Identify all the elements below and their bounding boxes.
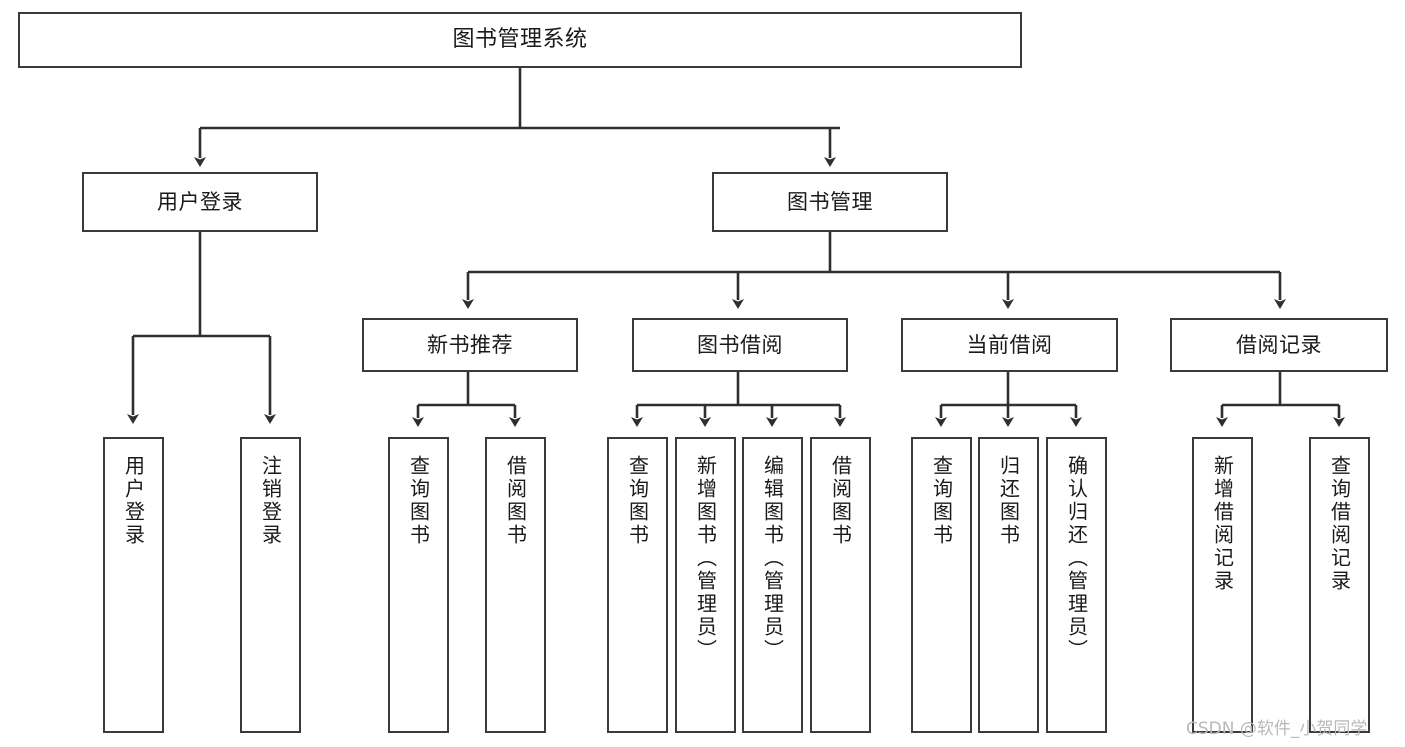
node-label: 归还图书 — [996, 455, 1021, 547]
node-label: 查询图书 — [929, 455, 954, 547]
node-borrowing-record[interactable]: 借阅记录 — [1170, 318, 1388, 372]
node-current-borrowing[interactable]: 当前借阅 — [901, 318, 1118, 372]
node-leaf-return-book[interactable]: 归还图书 — [978, 437, 1039, 733]
node-label: 编辑图书（管理员） — [760, 455, 785, 662]
node-label: 新增图书（管理员） — [693, 455, 718, 662]
node-leaf-add-borrow-record[interactable]: 新增借阅记录 — [1192, 437, 1253, 733]
node-leaf-query-book-current[interactable]: 查询图书 — [911, 437, 972, 733]
node-label: 查询借阅记录 — [1327, 455, 1352, 593]
node-new-book-recommendation[interactable]: 新书推荐 — [362, 318, 578, 372]
node-root-book-management-system[interactable]: 图书管理系统 — [18, 12, 1022, 68]
node-label: 图书借阅 — [697, 332, 783, 357]
node-label: 查询图书 — [625, 455, 650, 547]
node-label: 图书管理 — [787, 189, 873, 214]
node-leaf-query-book-recommend[interactable]: 查询图书 — [388, 437, 449, 733]
node-label: 借阅图书 — [503, 455, 528, 547]
node-leaf-user-login[interactable]: 用户登录 — [103, 437, 164, 733]
node-leaf-query-book-borrow[interactable]: 查询图书 — [607, 437, 668, 733]
node-leaf-logout[interactable]: 注销登录 — [240, 437, 301, 733]
node-user-login[interactable]: 用户登录 — [82, 172, 318, 232]
node-label: 图书管理系统 — [452, 27, 588, 53]
node-leaf-query-borrow-record[interactable]: 查询借阅记录 — [1309, 437, 1370, 733]
node-leaf-confirm-return-admin[interactable]: 确认归还（管理员） — [1046, 437, 1107, 733]
csdn-watermark: CSDN @软件_小贺同学 — [1186, 719, 1368, 739]
node-label: 注销登录 — [258, 455, 283, 547]
node-label: 借阅记录 — [1236, 332, 1322, 357]
node-book-borrowing[interactable]: 图书借阅 — [632, 318, 848, 372]
node-label: 新增借阅记录 — [1210, 455, 1235, 593]
node-leaf-add-book-admin[interactable]: 新增图书（管理员） — [675, 437, 736, 733]
node-label: 确认归还（管理员） — [1064, 455, 1089, 662]
node-leaf-borrow-book-recommend[interactable]: 借阅图书 — [485, 437, 546, 733]
node-label: 用户登录 — [121, 455, 146, 547]
node-leaf-edit-book-admin[interactable]: 编辑图书（管理员） — [742, 437, 803, 733]
node-label: 新书推荐 — [427, 332, 513, 357]
node-label: 用户登录 — [157, 189, 243, 214]
node-leaf-borrow-book[interactable]: 借阅图书 — [810, 437, 871, 733]
node-label: 查询图书 — [406, 455, 431, 547]
node-label: 当前借阅 — [966, 332, 1053, 357]
node-book-management[interactable]: 图书管理 — [712, 172, 948, 232]
node-label: 借阅图书 — [828, 455, 853, 547]
